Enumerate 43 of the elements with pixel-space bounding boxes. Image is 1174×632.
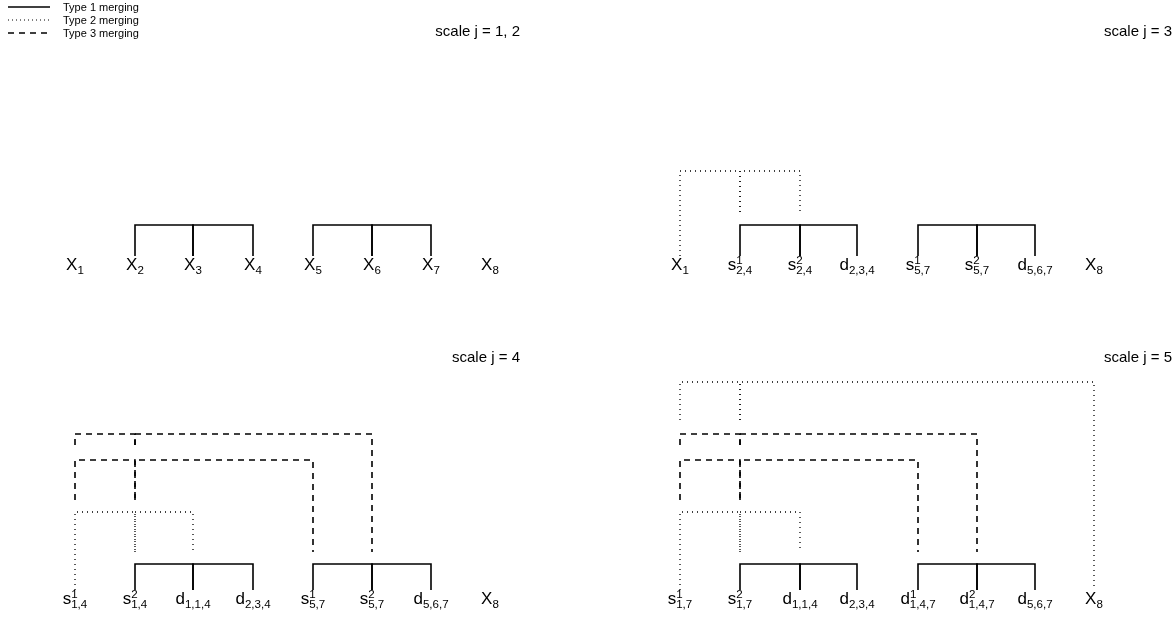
merge-bracket-line (917, 563, 978, 591)
variable-label: X$_{7}$ (422, 256, 440, 275)
variable-label: X$_{8}$ (481, 590, 499, 609)
variable-label: X$_{8}$ (481, 256, 499, 275)
variable-label: X$_{8}$ (1085, 256, 1103, 275)
scale-label: scale j = 1, 2 (435, 22, 520, 39)
legend-label: Type 1 merging (63, 1, 139, 13)
variable-label: d$_{2,3,4}$ (839, 256, 875, 275)
legend-label: Type 3 merging (63, 27, 139, 39)
variable-label: d$_{2,3,4}$ (235, 590, 271, 609)
merge-bracket-line (739, 224, 801, 257)
merge-bracket-line (192, 563, 254, 591)
merge-bracket-line (312, 224, 373, 257)
variable-label: X$_{5}$ (304, 256, 322, 275)
merge-bracket-line (134, 224, 194, 257)
merge-bracket-line (371, 563, 432, 591)
variable-label: d$_{5,6,7}$ (1017, 590, 1053, 609)
merge-bracket-line (192, 224, 254, 257)
variable-label: X$_{3}$ (184, 256, 202, 275)
variable-label: d$_{2,3,4}$ (839, 590, 875, 609)
merge-bracket-line (371, 224, 432, 257)
variable-label: X$_{4}$ (244, 256, 262, 275)
merge-bracket-line (312, 563, 373, 591)
variable-label: d$_{5,6,7}$ (413, 590, 449, 609)
scale-label: scale j = 5 (1104, 348, 1172, 365)
scale-label: scale j = 4 (452, 348, 520, 365)
variable-label: d$_{1,1,4}$ (175, 590, 211, 609)
merge-bracket-line (134, 563, 194, 591)
variable-label: d$_{1,1,4}$ (782, 590, 818, 609)
variable-label: X$_{8}$ (1085, 590, 1103, 609)
merge-bracket-line (739, 563, 801, 591)
scale-label: scale j = 3 (1104, 22, 1172, 39)
merge-bracket-line (976, 563, 1036, 591)
variable-label: X$_{1}$ (66, 256, 84, 275)
merge-bracket-line (799, 563, 858, 591)
variable-label: X$_{6}$ (363, 256, 381, 275)
variable-label: X$_{2}$ (126, 256, 144, 275)
merge-bracket-line (976, 224, 1036, 257)
merge-bracket-line (799, 224, 858, 257)
legend-label: Type 2 merging (63, 14, 139, 26)
merge-bracket-line (917, 224, 978, 257)
variable-label: X$_{1}$ (671, 256, 689, 275)
variable-label: d$_{5,6,7}$ (1017, 256, 1053, 275)
